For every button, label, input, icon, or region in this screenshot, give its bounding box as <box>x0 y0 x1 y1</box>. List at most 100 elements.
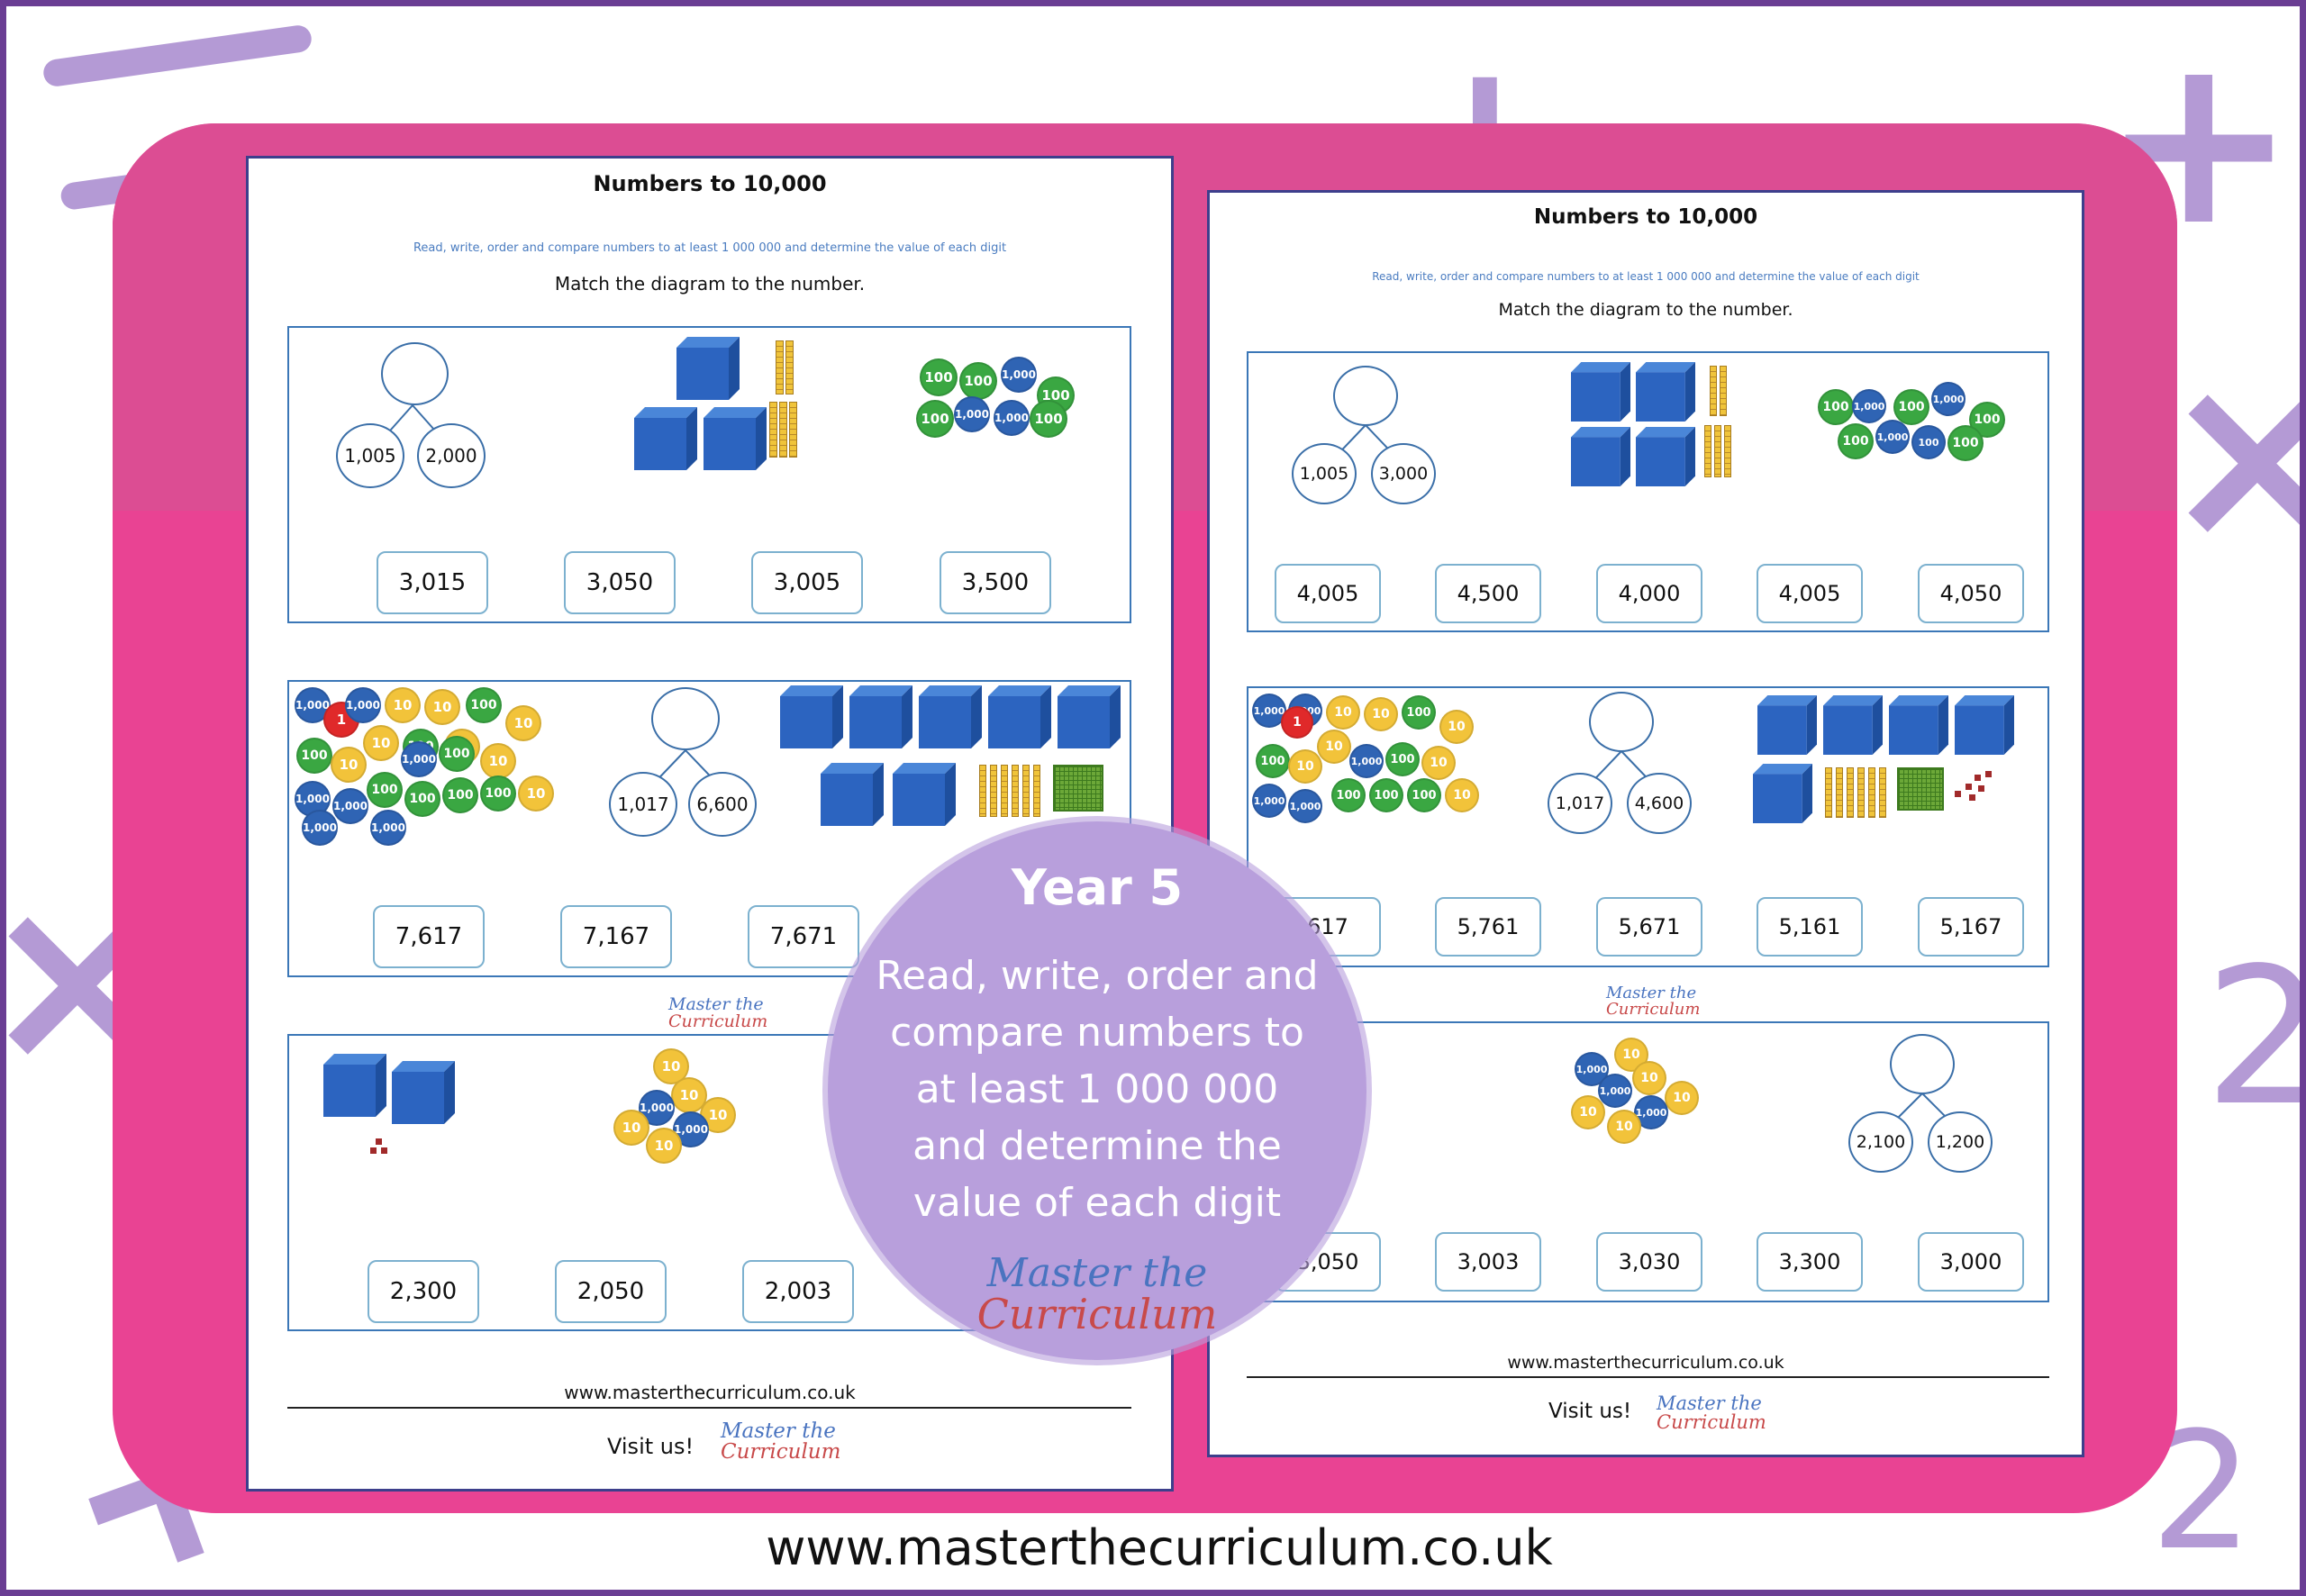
answer-option[interactable]: 3,003 <box>1435 1232 1541 1292</box>
whole-circle <box>381 342 449 405</box>
counter-1000: 1,000 <box>639 1090 675 1126</box>
year-5-badge: Year 5 Read, write, order and compare nu… <box>828 821 1366 1360</box>
thousand-cube-icon <box>1058 685 1121 748</box>
answer-option[interactable]: 7,617 <box>373 905 485 968</box>
thousand-cube-icon <box>1571 362 1630 422</box>
counter-10: 10 <box>331 747 367 783</box>
counter-1000: 1,000 <box>673 1111 709 1147</box>
ten-rod-icon <box>785 340 794 394</box>
ten-rod-icon <box>1857 767 1865 818</box>
counter-1000: 1,000 <box>1349 744 1384 778</box>
ten-rod-icon <box>789 402 797 458</box>
counter-1000: 1,000 <box>1001 357 1037 393</box>
counter-100: 100 <box>1030 400 1067 438</box>
answer-option[interactable]: 2,050 <box>555 1260 667 1323</box>
answer-option[interactable]: 3,300 <box>1757 1232 1863 1292</box>
answer-option[interactable]: 3,500 <box>940 551 1051 614</box>
worksheet-divider <box>287 1407 1131 1409</box>
part-whole-model: 2,100 1,200 <box>1848 1034 1997 1178</box>
unit-cube-icon <box>376 1138 382 1145</box>
counter-10: 10 <box>613 1110 649 1146</box>
decorative-two-icon: 2 <box>2204 943 2300 1132</box>
part-whole-model: 1,017 6,600 <box>609 687 762 837</box>
answer-option[interactable]: 4,000 <box>1596 564 1702 623</box>
thousand-cube-icon <box>1889 695 1948 755</box>
counter-100: 100 <box>920 358 958 396</box>
part-circle: 1,200 <box>1928 1111 1993 1173</box>
answer-option[interactable]: 4,005 <box>1275 564 1381 623</box>
answer-option[interactable]: 5,761 <box>1435 897 1541 957</box>
thousand-cube-icon <box>893 763 956 826</box>
answer-option[interactable]: 2,300 <box>368 1260 479 1323</box>
answer-option[interactable]: 4,500 <box>1435 564 1541 623</box>
answer-option[interactable]: 7,167 <box>560 905 672 968</box>
counter-10: 10 <box>424 689 460 725</box>
whole-circle <box>1589 692 1654 752</box>
counter-100: 100 <box>1369 778 1403 812</box>
whole-circle <box>1333 366 1398 426</box>
answer-option[interactable]: 4,050 <box>1918 564 2024 623</box>
answer-option[interactable]: 3,015 <box>377 551 488 614</box>
thousand-cube-icon <box>780 685 843 748</box>
counter-10: 10 <box>1288 749 1322 784</box>
answer-option[interactable]: 5,167 <box>1918 897 2024 957</box>
answer-option[interactable]: 5,161 <box>1757 897 1863 957</box>
part-circle: 1,005 <box>336 423 404 488</box>
counter-10: 10 <box>1439 710 1474 744</box>
question-1-box: 1,005 2,000 100 100 1,000 100 100 1,000 <box>287 326 1131 623</box>
whole-circle <box>1890 1034 1955 1094</box>
part-whole-model: 1,005 3,000 <box>1292 366 1440 510</box>
answer-option[interactable]: 3,030 <box>1596 1232 1702 1292</box>
unit-cube-icon <box>1978 785 1984 792</box>
worksheet-url: www.masterthecurriculum.co.uk <box>1507 1353 1784 1373</box>
thousand-cube-icon <box>704 407 767 470</box>
counter-100: 100 <box>1407 778 1441 812</box>
answer-option[interactable]: 3,005 <box>751 551 863 614</box>
thousand-cube-icon <box>1571 427 1630 486</box>
counter-100: 100 <box>1256 744 1290 778</box>
ten-rod-icon <box>1879 767 1886 818</box>
badge-description: Read, write, order and compare numbers t… <box>876 953 1319 1226</box>
visit-us-label: Visit us! <box>607 1434 695 1459</box>
thousand-cube-icon <box>1823 695 1883 755</box>
ten-rod-icon <box>779 402 787 458</box>
answer-option[interactable]: 5,671 <box>1596 897 1702 957</box>
worksheet-right: Numbers to 10,000 Read, write, order and… <box>1207 190 2084 1457</box>
counter-10: 10 <box>1665 1081 1699 1115</box>
answer-option[interactable]: 7,671 <box>748 905 859 968</box>
part-whole-model: 1,005 2,000 <box>336 342 489 488</box>
unit-cube-icon <box>1975 775 1981 781</box>
counter-1000: 1,000 <box>302 810 338 846</box>
thousand-cube-icon <box>1757 695 1817 755</box>
worksheet-objective: Read, write, order and compare numbers t… <box>1372 270 1920 283</box>
counter-100: 100 <box>439 736 475 772</box>
thousand-cube-icon <box>1753 764 1812 823</box>
ten-rod-icon <box>979 765 986 817</box>
worksheet-objective: Read, write, order and compare numbers t… <box>413 241 1007 255</box>
counter-10: 10 <box>518 775 554 812</box>
whole-circle <box>651 687 720 750</box>
counter-100: 100 <box>404 781 440 817</box>
answer-option[interactable]: 2,003 <box>742 1260 854 1323</box>
part-circle: 6,600 <box>688 772 757 837</box>
worksheet-title: Numbers to 10,000 <box>593 171 827 196</box>
footer-url[interactable]: www.masterthecurriculum.co.uk <box>766 1519 1553 1576</box>
question-3-box: 10 1,000 10 1,000 10 10 1,000 10 2,100 1… <box>1247 1021 2049 1302</box>
counter-10: 10 <box>1326 695 1360 730</box>
counter-100: 100 <box>1893 389 1929 425</box>
ten-rod-icon <box>1836 767 1843 818</box>
answer-option[interactable]: 3,050 <box>564 551 676 614</box>
thousand-cube-icon <box>1955 695 2014 755</box>
ten-rod-icon <box>990 765 997 817</box>
counter-1000: 1,000 <box>1875 420 1910 454</box>
ten-rod-icon <box>1714 425 1721 477</box>
answer-option[interactable]: 4,005 <box>1757 564 1863 623</box>
thousand-cube-icon <box>676 337 740 400</box>
worksheet-url: www.masterthecurriculum.co.uk <box>564 1382 856 1403</box>
thousand-cube-icon <box>392 1061 455 1124</box>
counter-1000: 1,000 <box>954 396 990 432</box>
unit-cube-icon <box>1985 771 1992 777</box>
answer-option[interactable]: 3,000 <box>1918 1232 2024 1292</box>
